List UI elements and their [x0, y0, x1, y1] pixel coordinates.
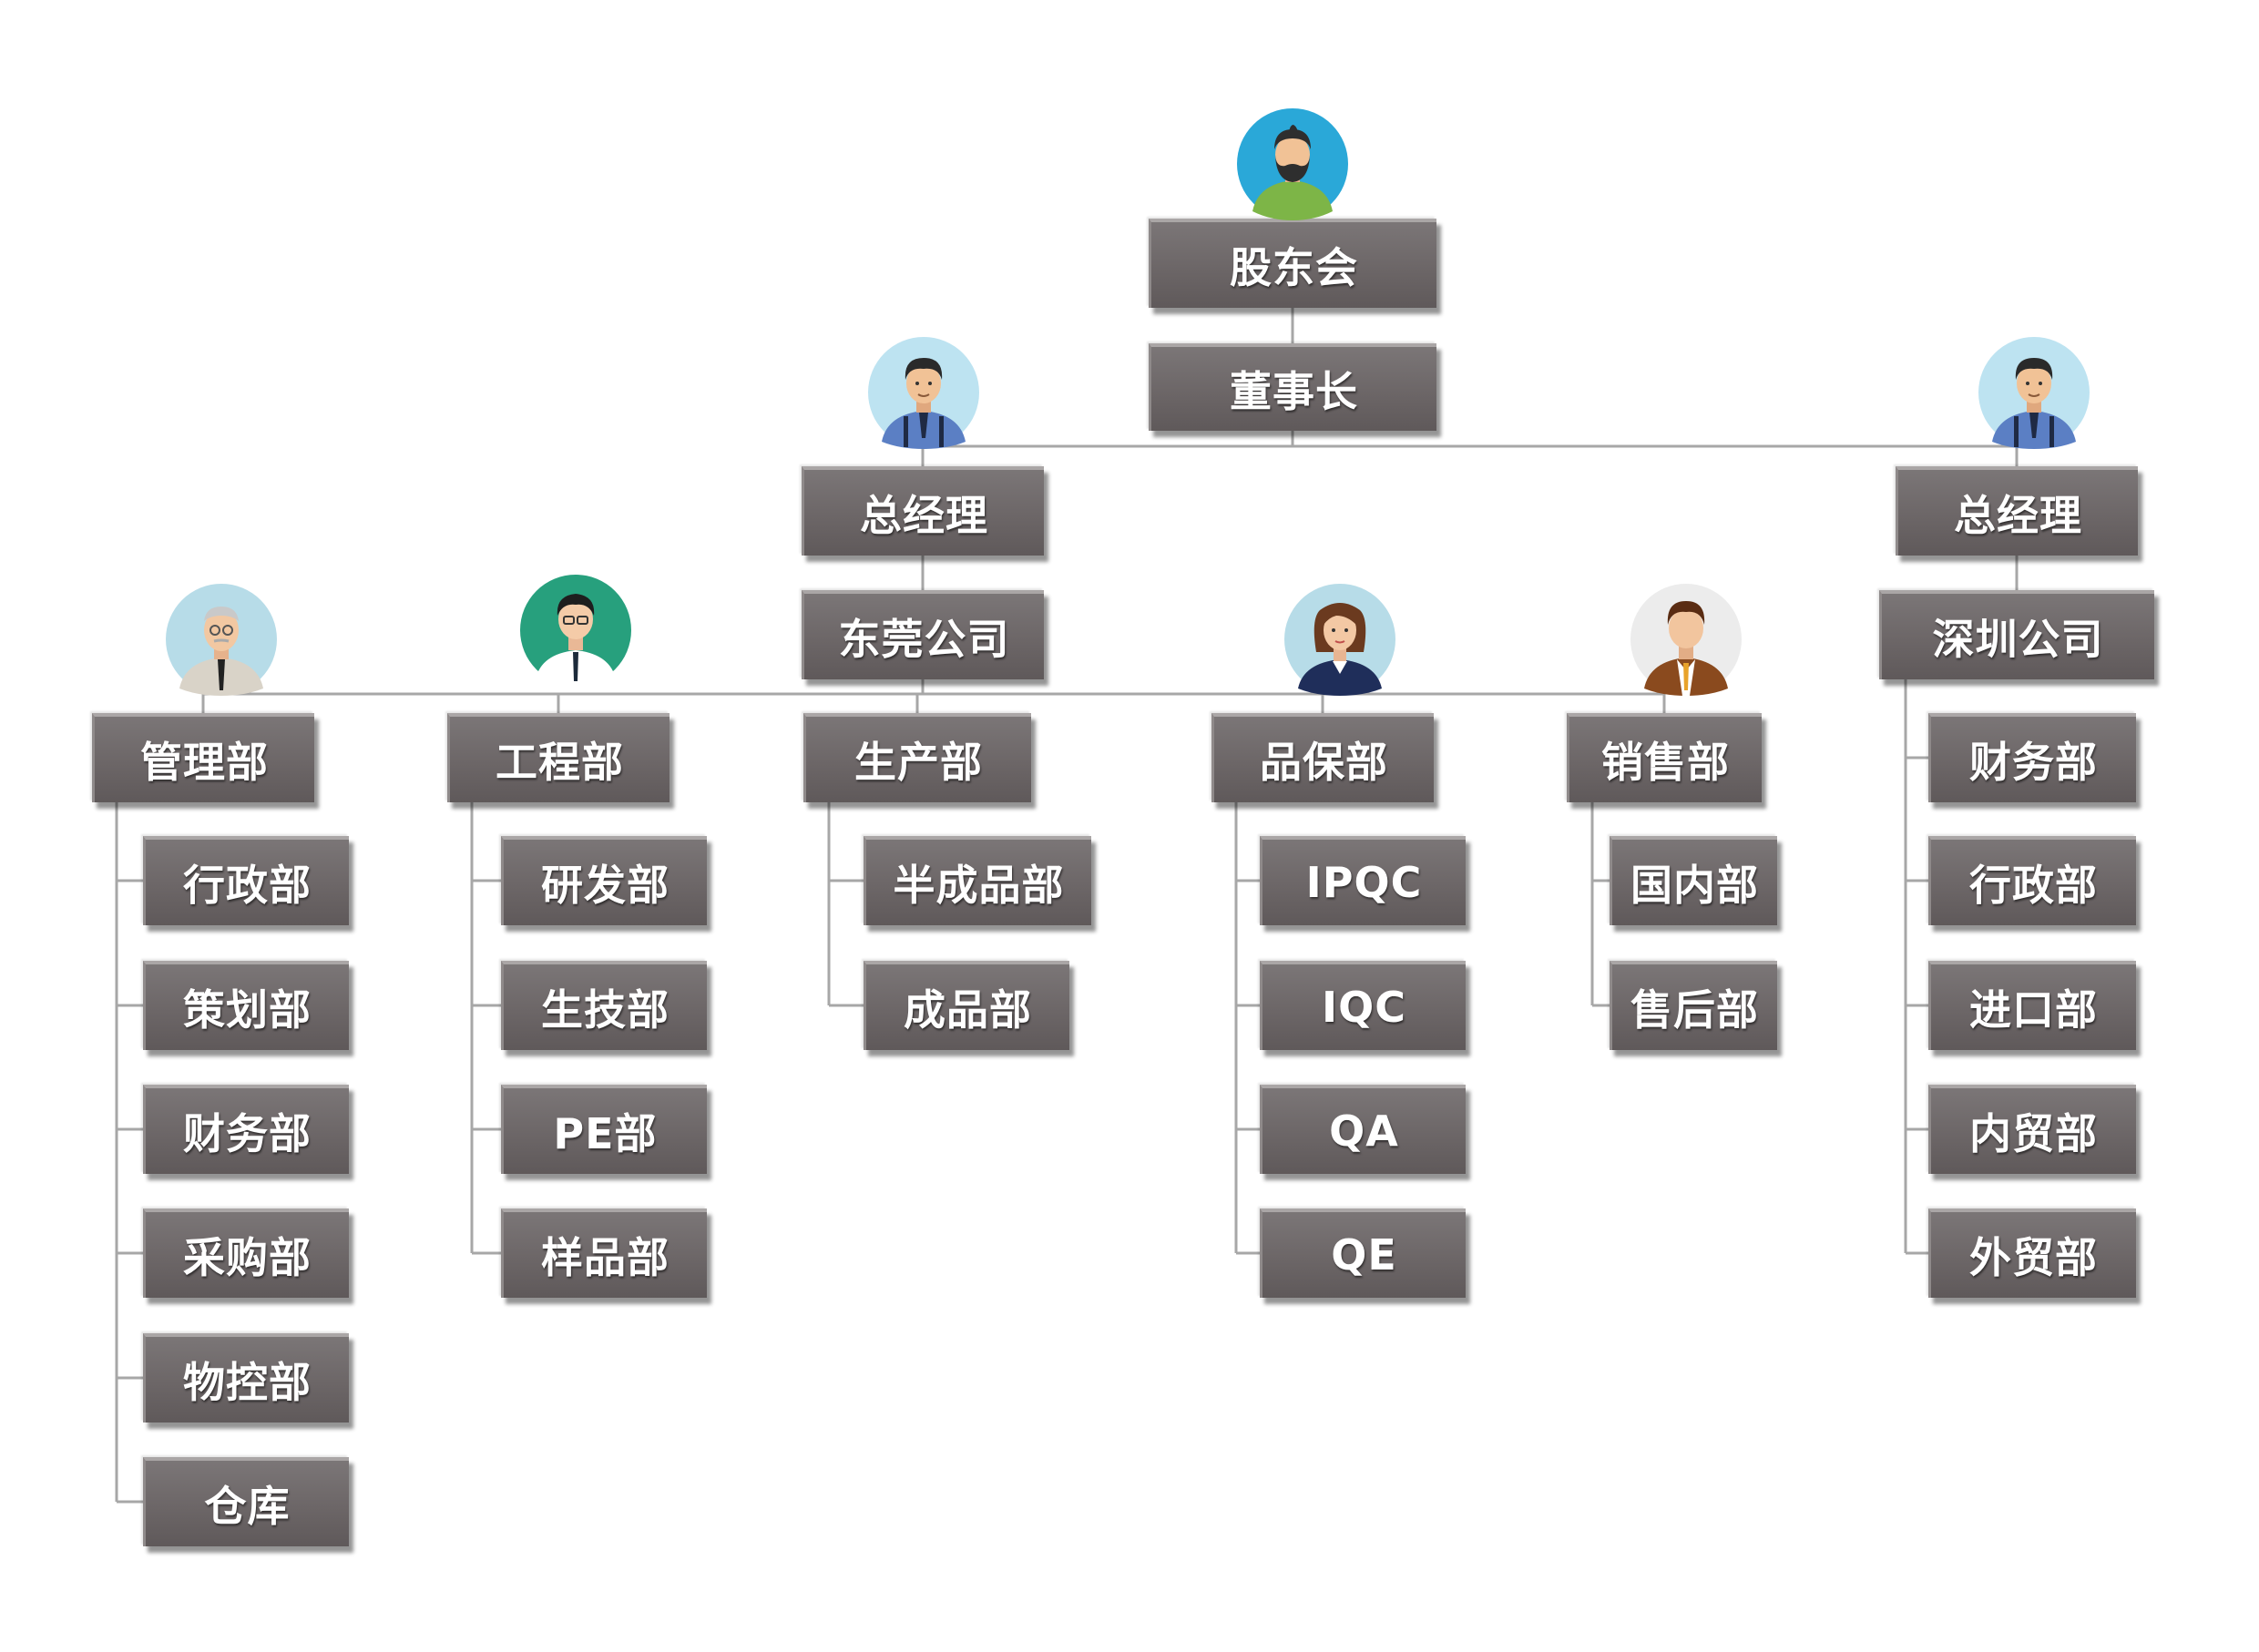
node-sub-qa: QA: [1260, 1085, 1466, 1174]
node-sz-foreign-trade: 外贸部: [1928, 1208, 2136, 1298]
node-dept-production: 生产部: [803, 713, 1031, 802]
bearded-man-icon: [1236, 107, 1349, 220]
node-gm-shenzhen: 总经理: [1896, 466, 2138, 556]
node-company-shenzhen: 深圳公司: [1879, 590, 2154, 679]
node-chairman: 董事长: [1149, 343, 1436, 431]
node-shareholders: 股东会: [1149, 219, 1436, 308]
node-company-dongguan: 东莞公司: [802, 590, 1044, 679]
node-dept-engineering: 工程部: [447, 713, 670, 802]
node-sub-pe: PE部: [501, 1085, 707, 1174]
node-sub-admin: 行政部: [143, 836, 349, 925]
node-sub-material-control: 物控部: [143, 1333, 349, 1423]
node-sz-finance: 财务部: [1928, 713, 2136, 802]
node-sub-planning: 策划部: [143, 961, 349, 1050]
node-sub-samples: 样品部: [501, 1208, 707, 1298]
node-dept-quality: 品保部: [1211, 713, 1434, 802]
node-sub-ipqc: IPQC: [1260, 836, 1466, 925]
businessman-icon: [867, 336, 980, 449]
node-dept-management: 管理部: [92, 713, 314, 802]
node-sub-warehouse: 仓库: [143, 1457, 349, 1546]
node-sz-import: 进口部: [1928, 961, 2136, 1050]
node-sub-qe: QE: [1260, 1208, 1466, 1298]
node-sub-finance: 财务部: [143, 1085, 349, 1174]
node-sub-after-sales: 售后部: [1610, 961, 1777, 1050]
node-sub-rnd: 研发部: [501, 836, 707, 925]
elderly-man-icon: [165, 583, 278, 696]
node-sub-semi-finished: 半成品部: [864, 836, 1091, 925]
businessman-icon: [1978, 336, 2090, 449]
node-gm-dongguan: 总经理: [802, 466, 1044, 556]
node-sz-admin: 行政部: [1928, 836, 2136, 925]
node-sub-finished: 成品部: [864, 961, 1069, 1050]
salesman-icon: [1630, 583, 1743, 696]
node-sz-domestic-trade: 内贸部: [1928, 1085, 2136, 1174]
businesswoman-icon: [1283, 583, 1396, 696]
node-sub-iqc: IQC: [1260, 961, 1466, 1050]
node-sub-production-tech: 生技部: [501, 961, 707, 1050]
engineer-icon: [519, 574, 632, 687]
node-dept-sales: 销售部: [1567, 713, 1762, 802]
node-sub-purchasing: 采购部: [143, 1208, 349, 1298]
node-sub-domestic: 国内部: [1610, 836, 1777, 925]
